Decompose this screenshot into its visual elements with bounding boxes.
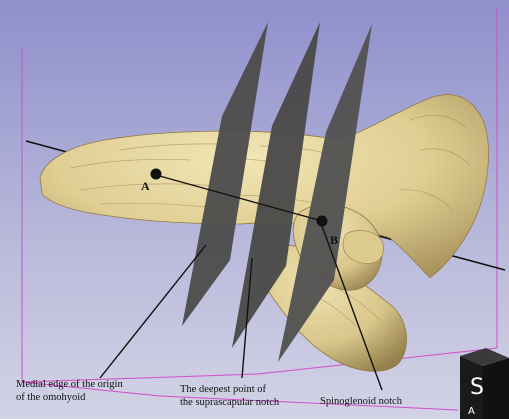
point-b-marker — [317, 216, 328, 227]
cube-s-label: S — [470, 375, 484, 400]
cube-a-label: A — [468, 406, 475, 417]
point-a-marker — [151, 169, 162, 180]
annotation-spinoglenoid: Spinoglenoid notch — [320, 396, 403, 407]
cube-side-face — [483, 358, 509, 419]
orientation-cube[interactable]: S A — [460, 348, 509, 419]
point-b-label: B — [330, 233, 338, 247]
point-a-label: A — [141, 179, 150, 193]
